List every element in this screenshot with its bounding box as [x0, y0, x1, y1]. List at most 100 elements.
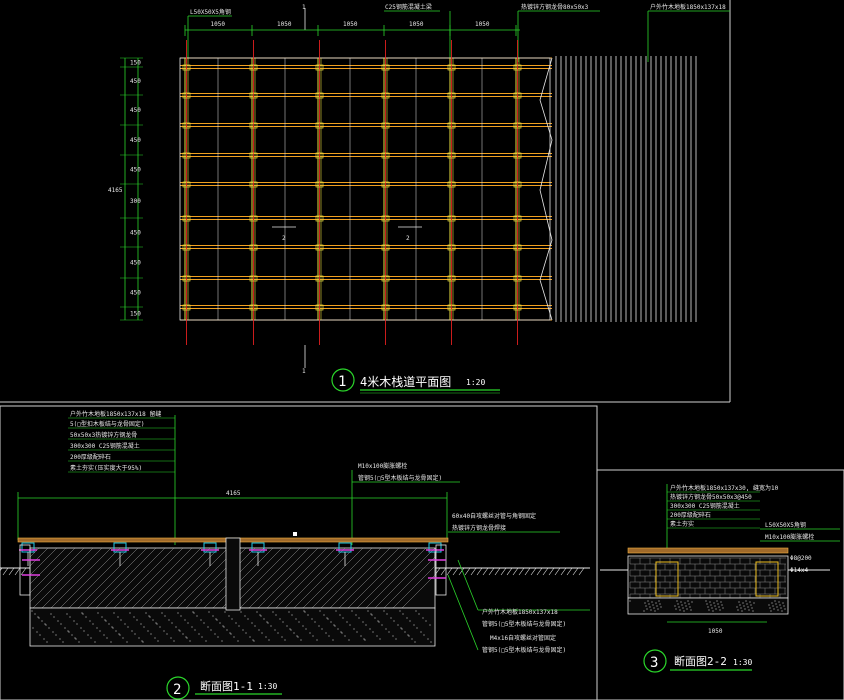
- section1-scale: 1:30: [258, 682, 277, 691]
- gravel-dot: [245, 632, 247, 634]
- left-dim-text: 450: [130, 107, 141, 114]
- ground-tick: [488, 567, 495, 576]
- gravel-dot: [714, 605, 716, 607]
- gravel-dot: [643, 610, 645, 612]
- gravel-dot: [62, 641, 64, 643]
- gravel-dot: [147, 630, 149, 632]
- gravel-dot: [750, 604, 752, 606]
- gravel-dot: [260, 615, 262, 617]
- gravel-dot: [381, 624, 383, 626]
- section2-layer-text: 300x300 C25钢筋混凝土: [670, 502, 740, 510]
- gravel-dot: [745, 600, 747, 602]
- hatch-line: [32, 547, 94, 609]
- gravel-dot: [196, 615, 198, 617]
- gravel-dot: [189, 640, 191, 642]
- gravel-dot: [358, 617, 360, 619]
- gravel-dot: [681, 604, 683, 606]
- ground-tick: [572, 567, 579, 576]
- gravel-dot: [778, 601, 780, 603]
- gravel-dot: [751, 607, 753, 609]
- gravel-dot: [253, 640, 255, 642]
- gravel-dot: [228, 615, 230, 617]
- gravel-dot: [37, 616, 39, 618]
- gravel-dot: [645, 605, 647, 607]
- gravel-dot: [774, 600, 776, 602]
- gravel-dot: [134, 633, 136, 635]
- gravel-dot: [674, 605, 676, 607]
- gravel-dot: [261, 632, 263, 634]
- gravel-dot: [747, 606, 749, 608]
- gravel-dot: [290, 629, 292, 631]
- gravel-dot: [240, 611, 242, 613]
- node-square: [381, 304, 390, 311]
- gravel-dot: [401, 628, 403, 630]
- gravel-dot: [402, 613, 404, 615]
- gravel-dot: [420, 631, 422, 633]
- node-square: [249, 152, 258, 159]
- gravel-dot: [221, 640, 223, 642]
- gravel-dot: [409, 620, 411, 622]
- gravel-dot: [325, 632, 327, 634]
- hatch-line: [41, 547, 103, 609]
- hatch-line: [59, 547, 121, 609]
- node-square: [249, 92, 258, 99]
- ground-tick: [20, 567, 27, 576]
- gravel-dot: [713, 602, 715, 604]
- gravel-dot: [328, 635, 330, 637]
- gravel-dot: [92, 623, 94, 625]
- gravel-dot: [155, 622, 157, 624]
- hatch-line: [212, 547, 274, 609]
- gravel-dot: [75, 638, 77, 640]
- gravel-dot: [372, 631, 374, 633]
- gravel-dot: [115, 630, 117, 632]
- gravel-dot: [770, 610, 772, 612]
- section1-pier: [225, 537, 241, 611]
- gravel-dot: [53, 616, 55, 618]
- gravel-dot: [659, 603, 661, 605]
- node-square: [315, 244, 324, 251]
- gravel-dot: [330, 621, 332, 623]
- section-mark-2-left: 2: [282, 235, 286, 242]
- section2-gravel-dots: [629, 600, 786, 612]
- edge-angle: [435, 544, 447, 596]
- gravel-dot: [423, 634, 425, 636]
- gravel-dot: [34, 613, 36, 615]
- gravel-dot: [67, 630, 69, 632]
- hatch-line: [383, 556, 436, 609]
- gravel-dot: [686, 608, 688, 610]
- hatch-line: [167, 547, 229, 609]
- gravel-dot: [168, 619, 170, 621]
- node-square: [447, 215, 456, 222]
- gravel-dot: [781, 610, 783, 612]
- node-square: [182, 215, 191, 222]
- section1-gravel-dots: [31, 610, 432, 643]
- hatch-line: [113, 547, 175, 609]
- gravel-dot: [108, 623, 110, 625]
- node-square: [315, 92, 324, 99]
- gravel-dot: [83, 630, 85, 632]
- gravel-dot: [783, 605, 785, 607]
- gravel-dot: [772, 605, 774, 607]
- gravel-dot: [41, 620, 43, 622]
- gravel-dot: [78, 641, 80, 643]
- node-square: [447, 244, 456, 251]
- section1-concrete-hatch: [29, 547, 436, 609]
- gravel-dot: [177, 612, 179, 614]
- gravel-dot: [742, 602, 744, 604]
- hatch-line: [320, 547, 382, 609]
- gravel-dot: [740, 607, 742, 609]
- node-square: [447, 122, 456, 129]
- sec1-bottom-fix2: 管钢5(□5型木板结与龙骨固定): [482, 646, 566, 654]
- node-square: [381, 215, 390, 222]
- top-dim-text: 1050: [409, 21, 424, 28]
- gravel-dot: [649, 606, 651, 608]
- node-square: [315, 181, 324, 188]
- hatch-line: [239, 547, 301, 609]
- gravel-dot: [124, 623, 126, 625]
- gravel-dot: [377, 620, 379, 622]
- top-dim-text: 1050: [475, 21, 490, 28]
- gravel-dot: [266, 621, 268, 623]
- hatch-line: [365, 547, 427, 609]
- sec2-label-bolt: M10x100膨胀螺栓: [765, 533, 814, 541]
- hatch-line: [68, 547, 130, 609]
